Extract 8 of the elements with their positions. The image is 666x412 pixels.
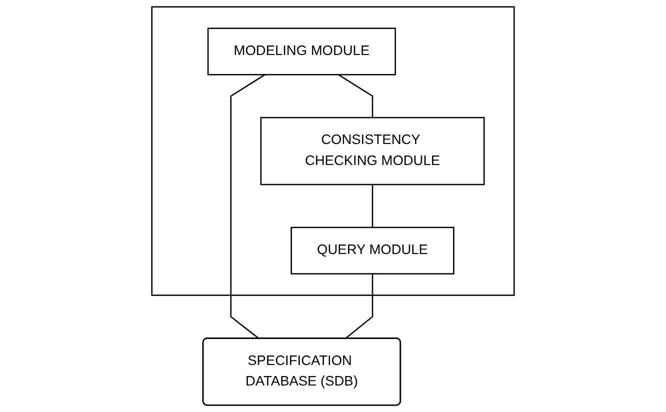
- node-box: CONSISTENCY CHECKING MODULE: [260, 116, 485, 186]
- node-box: MODELING MODULE: [207, 28, 396, 76]
- connector: [338, 74, 374, 118]
- cluster: [151, 6, 515, 296]
- connector: [230, 74, 266, 340]
- connector: [372, 184, 374, 228]
- node-box: QUERY MODULE: [290, 226, 454, 274]
- connector: [344, 274, 374, 340]
